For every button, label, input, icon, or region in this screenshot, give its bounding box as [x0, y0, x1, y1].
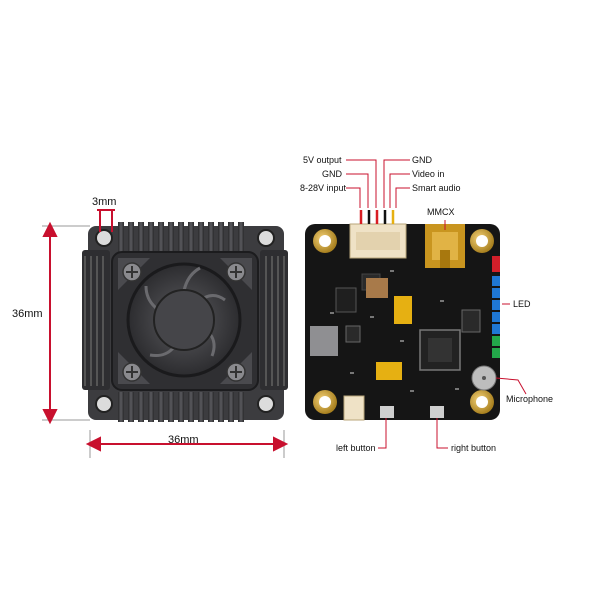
dimension-lines: [42, 209, 289, 458]
left-button-label: left button: [336, 443, 376, 453]
callout-lines: [346, 159, 527, 449]
led-red: [492, 256, 500, 272]
mmcx-label: MMCX: [427, 207, 455, 217]
tantalum-cap: [394, 296, 412, 324]
shield-block: [310, 326, 338, 356]
height-dimension-label: 36mm: [12, 308, 43, 320]
screw-icon: [226, 362, 246, 382]
right-button-label: right button: [451, 443, 497, 453]
pin-label-8-28v-input: 8-28V input: [300, 183, 347, 193]
button-connector: [343, 395, 365, 421]
mount-hole-icon: [257, 229, 275, 247]
width-dimension-label: 36mm: [168, 434, 199, 446]
tantalum-cap: [376, 362, 402, 380]
screw-icon: [122, 262, 142, 282]
pcb-board: [305, 223, 500, 421]
led-strip: [492, 276, 500, 358]
capacitor: [366, 278, 388, 298]
pin-label-5v-output: 5V output: [303, 155, 342, 165]
pin-label-gnd-left: GND: [322, 169, 342, 179]
thickness-dimension-label: 3mm: [92, 196, 117, 208]
mount-hole-icon: [95, 229, 113, 247]
mount-hole-icon: [257, 395, 275, 413]
pin-label-gnd-right: GND: [412, 155, 432, 165]
top-fins: [118, 222, 244, 254]
mount-hole-icon: [95, 395, 113, 413]
bottom-fins: [118, 392, 244, 422]
screw-icon: [122, 362, 142, 382]
microphone-label: Microphone: [506, 394, 554, 404]
connector-wires: [359, 210, 395, 224]
heatsink-unit: [82, 222, 288, 422]
led-label: LED: [513, 299, 531, 309]
pin-label-smart-audio: Smart audio: [412, 183, 461, 193]
screw-icon: [226, 262, 246, 282]
pin-label-video-in: Video in: [412, 169, 445, 179]
fan-hub: [153, 289, 215, 351]
